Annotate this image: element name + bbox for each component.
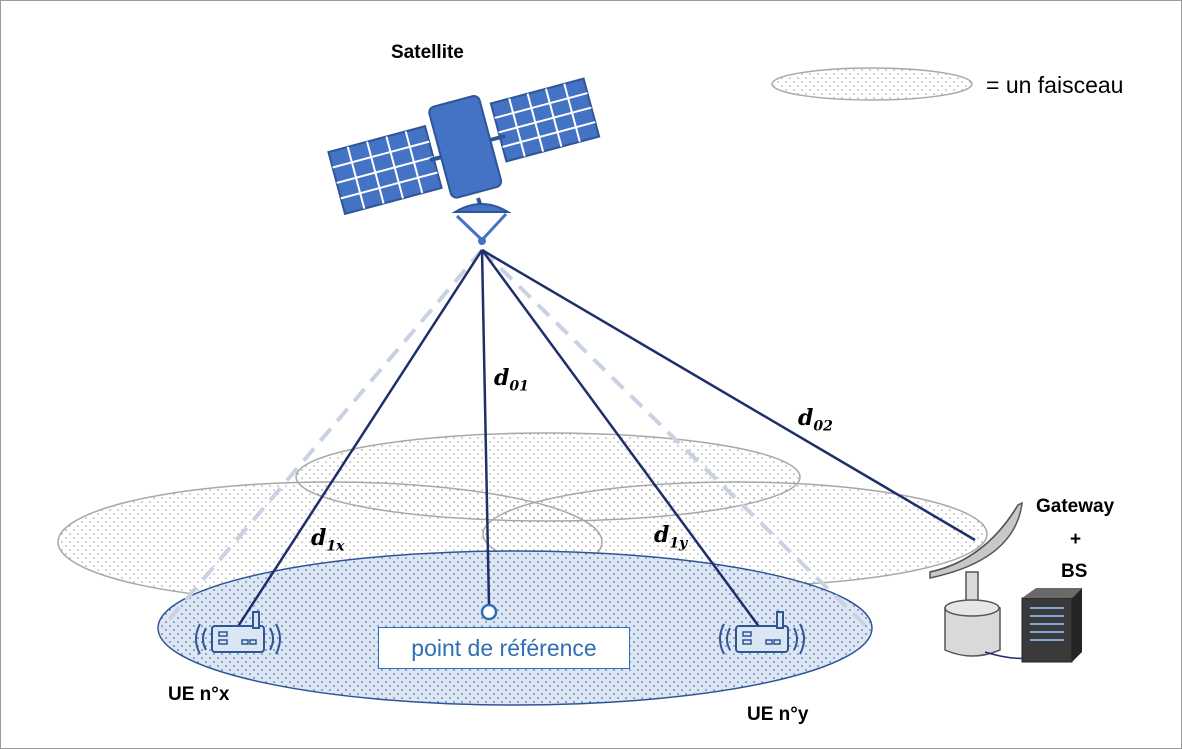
gateway-label: Gateway <box>1036 496 1115 517</box>
beam-top <box>295 432 801 522</box>
distance-label-d1x: d1x <box>311 525 345 555</box>
satellite-icon <box>327 77 601 245</box>
link-d1x <box>235 249 484 629</box>
beam-edge-right <box>480 248 870 630</box>
link-d1y <box>480 249 762 629</box>
legend-label: = un faisceau <box>986 72 1124 98</box>
ue-y-label: UE n°y <box>747 704 809 725</box>
ue-x-label: UE n°x <box>168 684 230 705</box>
satellite-label: Satellite <box>391 42 464 63</box>
ue-x-device-icon <box>195 611 281 655</box>
bs-label: BS <box>1061 561 1088 582</box>
gateway-plus-label: + <box>1070 529 1082 550</box>
ue-y-device-icon <box>719 611 805 655</box>
distance-label-d02: d02 <box>798 405 833 435</box>
link-d02 <box>481 248 976 542</box>
reference-point-marker <box>480 603 498 621</box>
legend-beam-symbol <box>771 67 973 101</box>
distance-label-d01: d01 <box>494 365 529 395</box>
reference-point-label: point de référence <box>378 627 630 669</box>
gateway-dish-icon <box>929 501 1023 657</box>
distance-label-d1y: d1y <box>654 522 688 552</box>
beam-edge-left <box>160 248 484 630</box>
server-icon <box>984 588 1082 663</box>
link-d01 <box>480 249 491 607</box>
